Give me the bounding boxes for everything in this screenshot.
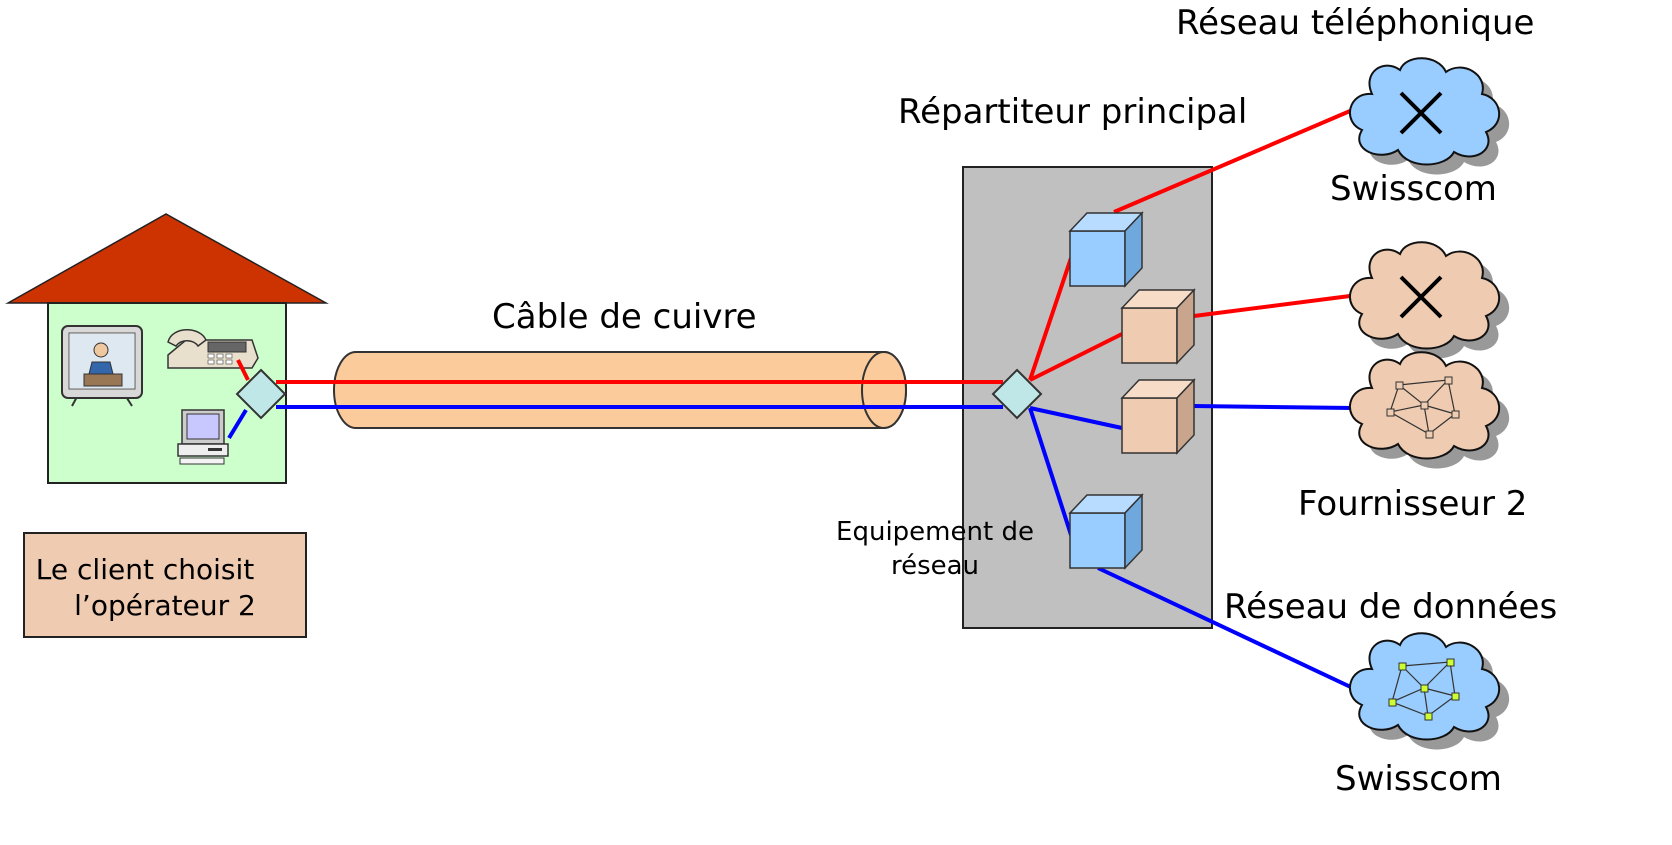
client-choice-box [23,532,307,638]
cloud-swisscom-data-icon [1348,632,1510,750]
cloud-swisscom-telephone-icon [1348,57,1510,175]
copper-cable [333,351,907,429]
network-equipment-label-line1: Equipement de [836,517,1034,547]
equipment-cube-operator2-data [1120,378,1196,455]
equipment-cube-swisscom-voice [1068,211,1144,288]
provider-2-label: Fournisseur 2 [1298,484,1528,524]
cloud-operator2-telephone-icon [1348,241,1510,359]
cloud-provider2-data-icon [1348,351,1510,469]
computer-icon [177,409,229,465]
swisscom-telephone-label: Swisscom [1330,169,1497,209]
voice-lines [236,109,1351,384]
copper-cable-label: Câble de cuivre [492,297,757,337]
equipment-cube-swisscom-data [1068,493,1144,570]
swisscom-data-label: Swisscom [1335,759,1502,799]
telephone-network-label: Réseau téléphonique [1176,3,1535,43]
network-equipment-label: Equipement de réseau [810,515,1060,583]
client-choice-line1: Le client choisit [35,553,255,586]
client-choice-label: Le client choisit l’opérateur 2 [23,552,307,624]
data-network-label: Réseau de données [1224,587,1558,627]
client-choice-line2: l’opérateur 2 [74,589,256,622]
equipment-cube-operator2-voice [1120,288,1196,365]
main-distribution-frame-label: Répartiteur principal [898,92,1248,132]
data-lines [227,404,1358,692]
house-icon [5,213,329,484]
telephone-icon [167,329,259,369]
tv-icon [61,325,143,407]
network-equipment-label-line2: réseau [890,551,980,581]
home-splitter-icon [235,368,287,420]
frame-splitter-icon [991,368,1043,420]
house-roof [5,213,329,304]
